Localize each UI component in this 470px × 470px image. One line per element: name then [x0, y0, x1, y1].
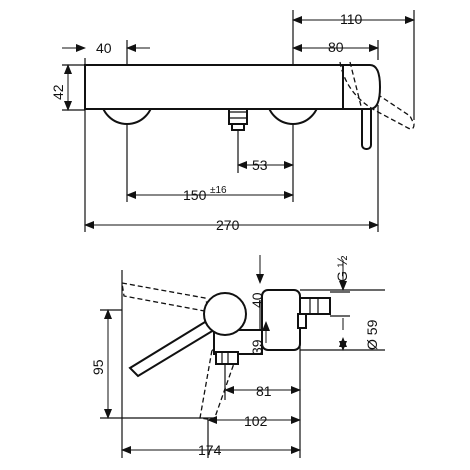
mixer-body: [84, 64, 344, 110]
dim-40-side: 40: [249, 292, 265, 308]
dim-150: 150: [183, 187, 207, 203]
dim-110: 110: [340, 11, 363, 27]
front-view: 40 110 80 42 53 150 ±16 270: [50, 10, 415, 233]
side-outlet: [215, 351, 239, 365]
thread-label: G ½: [334, 255, 350, 282]
lever-dashed-position: [339, 61, 415, 130]
dim-174: 174: [198, 442, 222, 458]
dim-102: 102: [244, 413, 268, 429]
wall-plate: [261, 289, 301, 351]
outlet-nipple: [299, 297, 331, 315]
dim-40-front: 40: [96, 40, 112, 56]
side-view: G ½ 40 39 Ø 59 95 81 102 174: [90, 255, 385, 458]
dim-81: 81: [256, 383, 272, 399]
dim-80: 80: [328, 39, 344, 55]
dim-270: 270: [216, 217, 240, 233]
dim-59: Ø 59: [364, 319, 380, 350]
dim-42: 42: [50, 84, 66, 100]
side-lever-dashed-upper: [121, 282, 211, 313]
dim-95: 95: [90, 359, 106, 375]
dim-53: 53: [252, 157, 268, 173]
side-lever-solid: [128, 320, 216, 378]
lever-hub: [342, 64, 382, 110]
dim-150-tolerance: ±16: [210, 185, 227, 196]
dim-39: 39: [249, 339, 265, 355]
lever-knob: [203, 292, 247, 336]
